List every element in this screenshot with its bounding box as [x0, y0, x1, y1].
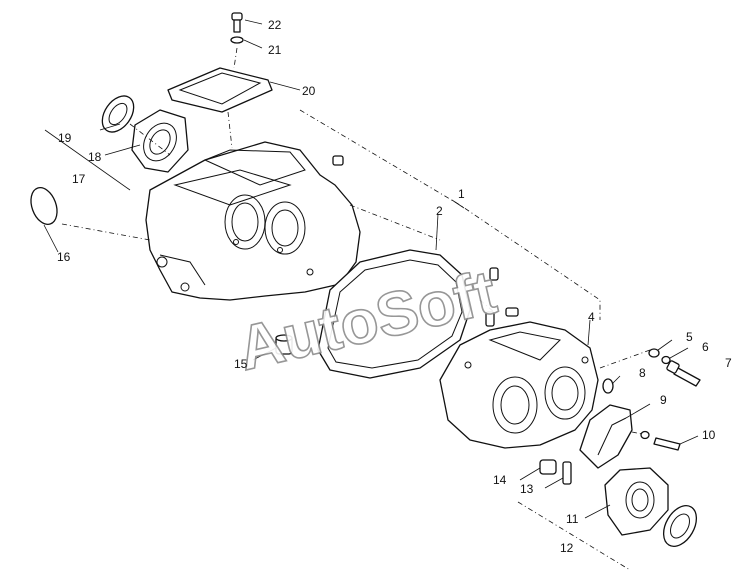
- o-ring-16: [30, 187, 58, 225]
- callout-7: 7: [725, 356, 732, 370]
- callout-6: 6: [702, 340, 709, 354]
- bearing-housing-11: [604, 467, 669, 536]
- callout-5: 5: [686, 330, 693, 344]
- leader-lines: [43, 19, 699, 519]
- callout-14: 14: [493, 473, 507, 487]
- oil-seal-12: [662, 505, 698, 547]
- callout-17: 17: [72, 172, 86, 186]
- callout-8: 8: [639, 366, 646, 380]
- washer-21: [230, 36, 244, 44]
- callout-18: 18: [88, 150, 102, 164]
- washer-5: [648, 348, 660, 358]
- callout-11: 11: [566, 512, 579, 526]
- bolt-7: [666, 360, 701, 387]
- bolt-10: [640, 430, 681, 451]
- bushing-15: [275, 334, 293, 355]
- washer-6: [661, 355, 671, 365]
- callout-16: 16: [57, 250, 71, 264]
- callout-labels: 22 21 20 19 18 17 16 15 1 2 4 5 6 7 8 9 …: [57, 18, 732, 555]
- callout-20: 20: [302, 84, 316, 98]
- pin-13: [562, 461, 572, 485]
- top-gasket: [167, 67, 273, 113]
- bearing-housing-18: [131, 109, 189, 173]
- callout-4: 4: [588, 310, 595, 324]
- cover-housing-4: [439, 321, 599, 449]
- centerlines: [61, 47, 651, 571]
- callout-13: 13: [520, 482, 534, 496]
- callout-12: 12: [560, 541, 574, 555]
- bushing-14: [539, 459, 557, 475]
- callout-10: 10: [702, 428, 716, 442]
- o-ring-8: [602, 378, 614, 394]
- middle-gasket: [317, 249, 471, 379]
- oil-seal-19: [101, 95, 135, 133]
- callout-1: 1: [458, 187, 465, 201]
- callout-9: 9: [660, 393, 667, 407]
- bolt-22: [231, 12, 243, 33]
- callout-15: 15: [234, 357, 248, 371]
- callout-22: 22: [268, 18, 282, 32]
- crankcase-housing: [145, 141, 361, 301]
- callout-2: 2: [436, 204, 443, 218]
- callout-21: 21: [268, 43, 282, 57]
- cap-9: [579, 404, 633, 469]
- dowel-pins: [332, 155, 519, 327]
- callout-19: 19: [58, 131, 72, 145]
